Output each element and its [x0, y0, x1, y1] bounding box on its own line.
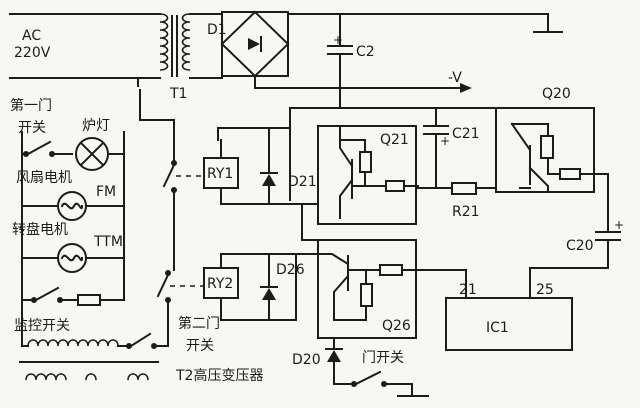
transformer-t1 — [137, 13, 211, 79]
c21-label: C21 — [452, 126, 480, 142]
d20-label: D20 — [292, 352, 321, 368]
r21-label: R21 — [452, 204, 480, 220]
d1-label: D1 — [207, 22, 227, 38]
q21-label: Q21 — [380, 132, 409, 148]
t1-label: T1 — [169, 86, 187, 102]
svg-text:+: + — [614, 218, 624, 232]
oven-lamp-label: 炉灯 — [82, 118, 110, 134]
turntable-motor — [57, 243, 87, 273]
q21-module — [317, 125, 417, 225]
capacitor-c21 — [423, 107, 449, 189]
pin21-label: 21 — [459, 282, 477, 298]
ac-label: AC — [22, 28, 41, 44]
monitor-resistor — [77, 294, 101, 306]
neg-v-label: -V — [448, 70, 462, 86]
c2-label: C2 — [356, 44, 375, 60]
diode-d26 — [260, 253, 278, 321]
c20-label: C20 — [566, 238, 594, 254]
transistor-q26 — [295, 253, 467, 321]
q20-label: Q20 — [542, 86, 571, 102]
transistor-q21 — [339, 125, 419, 219]
monitor-switch — [31, 286, 63, 303]
transistor-q20 — [510, 122, 609, 193]
diode-d21 — [260, 127, 278, 205]
fm-label: FM — [96, 184, 116, 200]
svg-text:+: + — [440, 134, 450, 148]
door1-switch-label-b: 开关 — [18, 120, 46, 136]
door2-switch-label-a: 第二门 — [178, 315, 220, 332]
turntable-motor-label: 转盘电机 — [12, 221, 68, 238]
ic1-chip — [445, 297, 573, 351]
svg-text:+: + — [333, 33, 343, 47]
ac-voltage-label: 220V — [14, 45, 51, 61]
door1-relay-contact — [162, 160, 177, 193]
t2-transformer-label: T2高压变压器 — [175, 367, 263, 384]
door-switch — [351, 370, 387, 387]
ry1-label: RY1 — [207, 166, 233, 182]
ry2-label: RY2 — [207, 276, 233, 292]
ic1-label: IC1 — [486, 320, 509, 336]
oven-lamp — [75, 137, 109, 171]
fan-motor-label: 风扇电机 — [16, 170, 72, 186]
diode-d20 — [325, 348, 343, 362]
q26-label: Q26 — [382, 318, 411, 334]
door1-switch — [23, 140, 55, 157]
door2-switch-label-b: 开关 — [186, 338, 214, 354]
relay-ry1 — [203, 157, 239, 189]
door2-switch — [156, 270, 171, 303]
capacitor-c2 — [327, 13, 353, 89]
door2-relay-contact — [126, 332, 157, 349]
d26-label: D26 — [276, 262, 305, 278]
capacitor-c20 — [595, 231, 621, 241]
ttm-label: TTM — [93, 234, 123, 250]
fan-motor — [57, 191, 87, 221]
monitor-switch-label: 监控开关 — [14, 318, 70, 334]
door-switch-label: 门开关 — [362, 350, 404, 366]
d21-label: D21 — [288, 174, 317, 190]
door1-switch-label-a: 第一门 — [10, 97, 52, 114]
resistor-r21 — [451, 182, 477, 195]
bridge-rectifier-d1 — [220, 10, 290, 78]
pin25-label: 25 — [536, 282, 554, 298]
